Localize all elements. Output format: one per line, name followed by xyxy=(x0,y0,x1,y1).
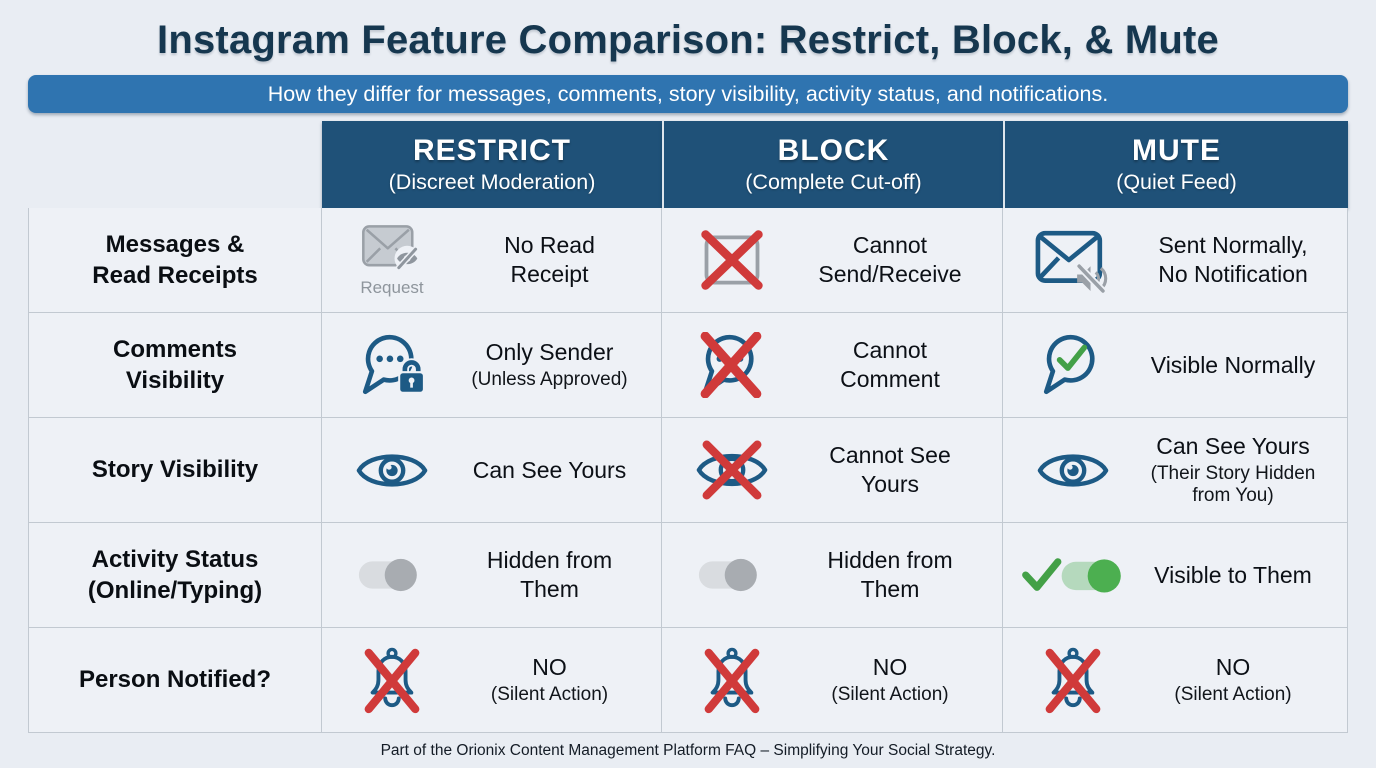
cell-text: Cannot Comment xyxy=(840,337,940,392)
bell-blocked-icon xyxy=(336,645,448,715)
row-label: Story Visibility xyxy=(91,456,259,484)
toggle-on-check-icon xyxy=(1017,552,1129,598)
cell-text: Cannot Send/Receive xyxy=(818,232,962,287)
envelope-blocked-icon xyxy=(676,228,788,292)
cell-text: No Read Receipt xyxy=(504,232,595,287)
cell-text: Only Sender (Unless Approved) xyxy=(471,339,628,390)
toggle-off-icon xyxy=(676,553,788,597)
cell-restrict-activity: Hidden from Them xyxy=(322,523,662,628)
comment-blocked-icon xyxy=(676,332,788,398)
cell-block-messages: Cannot Send/Receive xyxy=(662,208,1003,313)
eye-blocked-icon xyxy=(676,440,788,500)
cell-text: Cannot See Yours xyxy=(829,442,951,497)
envelope-muted-icon xyxy=(1017,227,1129,293)
table-row-comments: Comments Visibility xyxy=(28,313,1348,418)
cell-text: Visible Normally xyxy=(1150,351,1316,378)
comment-approved-icon xyxy=(1017,332,1129,398)
cell-text: Hidden from Them xyxy=(486,547,613,602)
row-label-cell: Activity Status (Online/Typing) xyxy=(28,523,322,628)
cell-text: NO (Silent Action) xyxy=(831,654,949,705)
column-header-mute: MUTE (Quiet Feed) xyxy=(1003,121,1348,208)
subtitle-text: How they differ for messages, comments, … xyxy=(267,81,1109,106)
table-row-story: Story Visibility Can See Yours xyxy=(28,418,1348,523)
toggle-off-icon xyxy=(336,553,448,597)
cell-block-comments: Cannot Comment xyxy=(662,313,1003,418)
column-header-restrict: RESTRICT (Discreet Moderation) xyxy=(322,121,662,208)
table-row-notified: Person Notified? NO (Silent Action) xyxy=(28,628,1348,733)
eye-icon xyxy=(1017,445,1129,496)
cell-mute-messages: Sent Normally, No Notification xyxy=(1003,208,1348,313)
eye-icon xyxy=(336,445,448,496)
cell-restrict-story: Can See Yours xyxy=(322,418,662,523)
cell-text: NO (Silent Action) xyxy=(490,654,609,705)
cell-restrict-notified: NO (Silent Action) xyxy=(322,628,662,733)
page-title: Instagram Feature Comparison: Restrict, … xyxy=(157,18,1219,62)
cell-mute-story: Can See Yours (Their Story Hidden from Y… xyxy=(1003,418,1348,523)
row-label-cell: Person Notified? xyxy=(28,628,322,733)
cell-block-story: Cannot See Yours xyxy=(662,418,1003,523)
column-name: RESTRICT xyxy=(413,134,571,167)
cell-text: Hidden from Them xyxy=(827,547,953,602)
row-label: Comments Visibility xyxy=(112,335,238,394)
cell-block-notified: NO (Silent Action) xyxy=(662,628,1003,733)
cell-text: Sent Normally, No Notification xyxy=(1158,232,1308,287)
cell-mute-activity: Visible to Them xyxy=(1003,523,1348,628)
footer-text: Part of the Orionix Content Management P… xyxy=(380,742,996,759)
comparison-table: RESTRICT (Discreet Moderation) BLOCK (Co… xyxy=(28,121,1348,733)
cell-text: Can See Yours xyxy=(472,456,627,483)
row-label: Person Notified? xyxy=(78,666,271,694)
column-name: MUTE xyxy=(1132,134,1221,167)
column-tagline: (Discreet Moderation) xyxy=(388,170,596,194)
column-name: BLOCK xyxy=(777,134,890,167)
cell-restrict-comments: Only Sender (Unless Approved) xyxy=(322,313,662,418)
bell-blocked-icon xyxy=(676,645,788,715)
column-tagline: (Quiet Feed) xyxy=(1116,170,1237,194)
header-spacer xyxy=(28,121,322,208)
cell-text: NO (Silent Action) xyxy=(1174,654,1292,705)
table-row-activity: Activity Status (Online/Typing) Hidden f… xyxy=(28,523,1348,628)
icon-caption: Request xyxy=(360,277,424,297)
cell-block-activity: Hidden from Them xyxy=(662,523,1003,628)
bell-blocked-icon xyxy=(1017,645,1129,715)
table-row-messages: Messages & Read Receipts Req xyxy=(28,208,1348,313)
row-label-cell: Story Visibility xyxy=(28,418,322,523)
row-label-cell: Messages & Read Receipts xyxy=(28,208,322,313)
row-label: Activity Status (Online/Typing) xyxy=(87,545,263,604)
cell-mute-notified: NO (Silent Action) xyxy=(1003,628,1348,733)
row-label-cell: Comments Visibility xyxy=(28,313,322,418)
subtitle-bar: How they differ for messages, comments, … xyxy=(28,75,1348,113)
column-tagline: (Complete Cut-off) xyxy=(745,170,922,194)
column-header-block: BLOCK (Complete Cut-off) xyxy=(662,121,1003,208)
row-label: Messages & Read Receipts xyxy=(92,230,258,289)
cell-text: Can See Yours (Their Story Hidden from Y… xyxy=(1150,432,1316,507)
cell-mute-comments: Visible Normally xyxy=(1003,313,1348,418)
cell-text: Visible to Them xyxy=(1154,561,1312,588)
envelope-request-hidden-icon: Request xyxy=(336,223,448,298)
table-header-row: RESTRICT (Discreet Moderation) BLOCK (Co… xyxy=(28,121,1348,208)
cell-restrict-messages: Request No Read Receipt xyxy=(322,208,662,313)
comment-locked-icon xyxy=(336,332,448,398)
